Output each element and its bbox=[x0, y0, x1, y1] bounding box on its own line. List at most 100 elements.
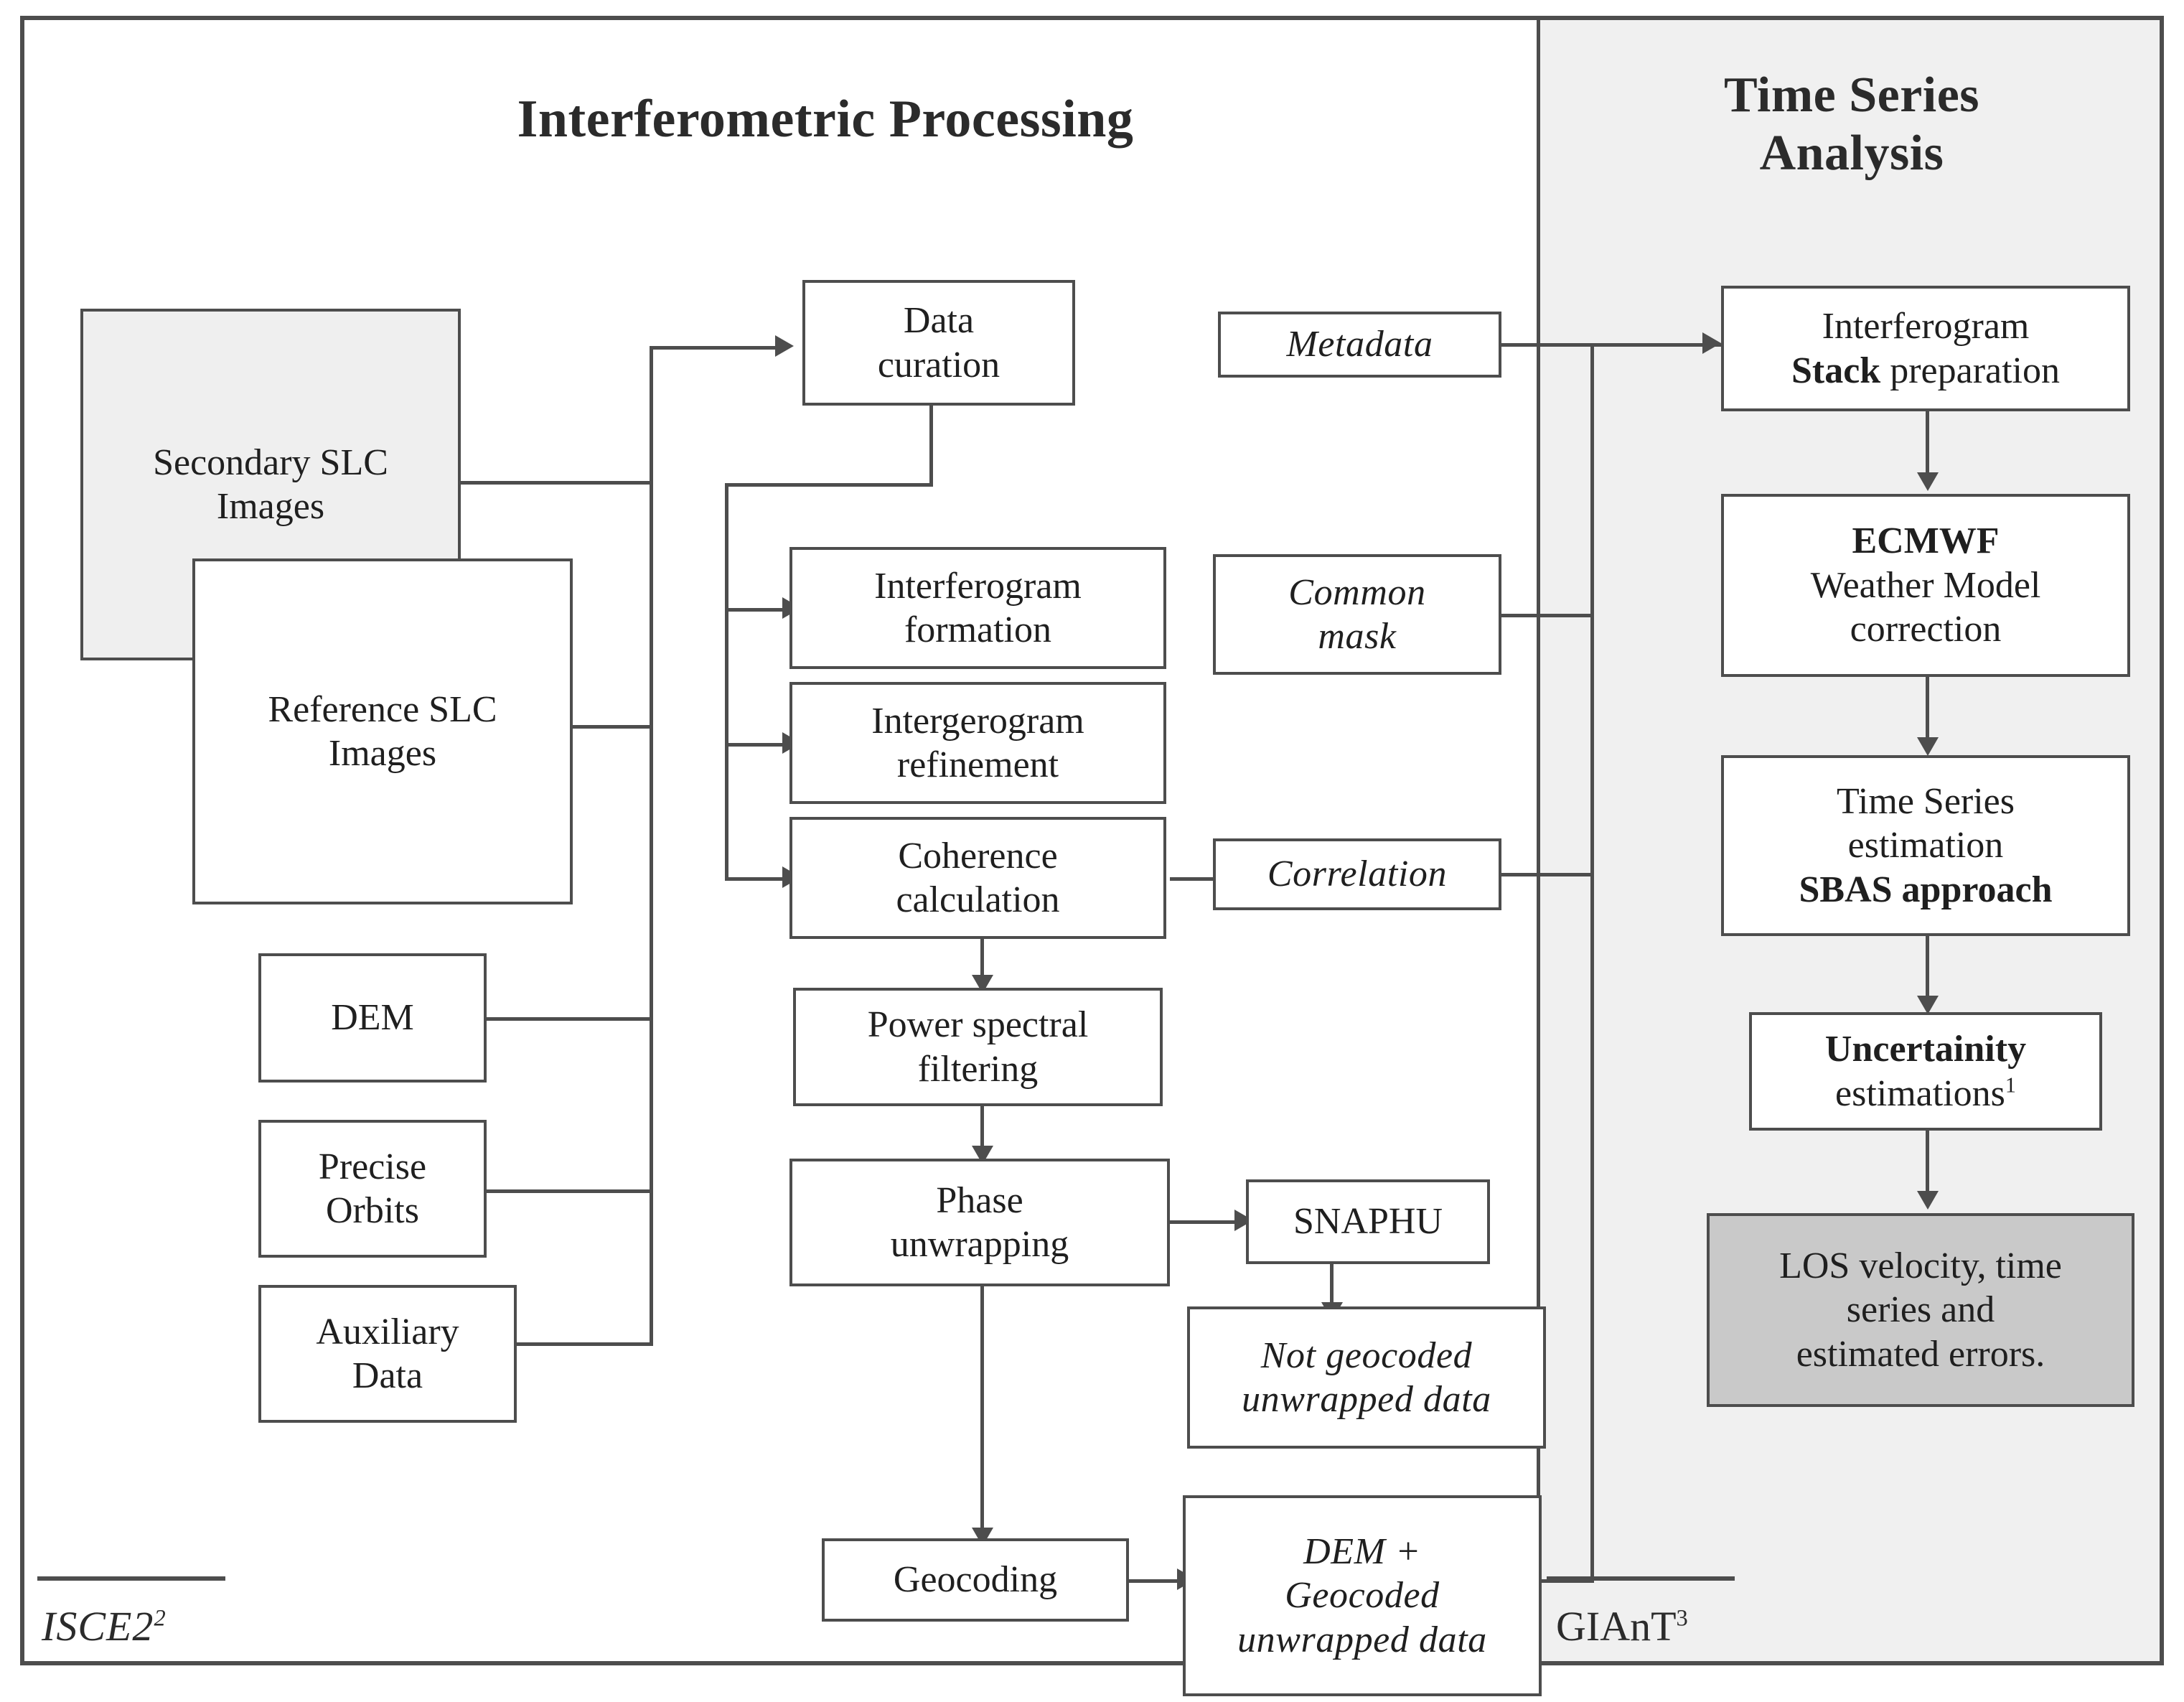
node-auxiliary-data-line-2: Data bbox=[352, 1355, 423, 1396]
node-precise-orbits-line-1: Precise bbox=[318, 1146, 427, 1187]
node-auxiliary-data[interactable]: Auxiliary Data bbox=[258, 1285, 517, 1423]
node-data-curation-line-2: curation bbox=[877, 344, 1000, 385]
node-dem-geocoded-unwrapped-data-line-1: DEM + bbox=[1303, 1530, 1421, 1572]
node-coherence-calculation-line-2: calculation bbox=[896, 879, 1060, 920]
node-sbas-line-3: SBAS approach bbox=[1799, 869, 2053, 910]
connector-reference-slc-to-bus bbox=[571, 725, 653, 729]
panel-title-time-series-analysis: Time Series Analysis bbox=[1651, 66, 2053, 182]
arrowhead-stack-preparation-in bbox=[1702, 332, 1721, 354]
node-correlation[interactable]: Correlation bbox=[1213, 838, 1501, 910]
node-power-spectral-filtering[interactable]: Power spectral filtering bbox=[793, 988, 1163, 1106]
node-interferogram-refinement[interactable]: Intergerogram refinement bbox=[789, 682, 1166, 804]
connector-ecmwf-to-sbas bbox=[1926, 675, 1929, 747]
connector-stack-to-ecmwf bbox=[1926, 410, 1929, 482]
node-ecmwf-weather-model-correction[interactable]: ECMWF Weather Model correction bbox=[1721, 494, 2130, 677]
node-interferogram-formation[interactable]: Interferogram formation bbox=[789, 547, 1166, 669]
connector-metadata-to-bus bbox=[1500, 343, 1593, 347]
node-interferogram-stack-preparation[interactable]: Interferogram Stack preparation bbox=[1721, 286, 2130, 411]
node-power-spectral-filtering-line-1: Power spectral bbox=[867, 1004, 1089, 1046]
node-uncertainty-line-1: Uncertainity bbox=[1824, 1029, 2027, 1070]
node-time-series-estimation-sbas[interactable]: Time Series estimation SBAS approach bbox=[1721, 755, 2130, 936]
connector-auxiliary-data-to-bus bbox=[515, 1342, 653, 1346]
connector-common-mask-to-bus bbox=[1500, 614, 1593, 617]
connector-correlation-to-bus bbox=[1500, 873, 1593, 876]
node-phase-unwrapping-line-2: unwrapping bbox=[890, 1224, 1069, 1265]
node-reference-slc-images-line-2: Images bbox=[328, 733, 437, 774]
connector-coherence-to-filtering bbox=[980, 933, 984, 985]
node-auxiliary-data-line-1: Auxiliary bbox=[316, 1311, 459, 1352]
panel-title-line-2: Analysis bbox=[1759, 126, 1944, 182]
footer-label-giant: GIAnT3 bbox=[1556, 1602, 1688, 1650]
arrowhead-data-curation-in bbox=[775, 335, 794, 357]
footer-rule-left bbox=[37, 1576, 225, 1581]
node-coherence-calculation[interactable]: Coherence calculation bbox=[789, 817, 1166, 939]
connector-bus-to-stack-preparation bbox=[1590, 343, 1722, 347]
footnote-marker-2: 2 bbox=[154, 1605, 167, 1632]
node-common-mask[interactable]: Common mask bbox=[1213, 554, 1501, 675]
node-interferogram-formation-line-2: formation bbox=[904, 609, 1052, 650]
footer-rule-right bbox=[1547, 1576, 1735, 1581]
arrowhead-ecmwf-in bbox=[1917, 472, 1939, 491]
node-interferogram-stack-preparation-line-1: Interferogram bbox=[1822, 306, 2030, 347]
node-reference-slc-images-line-1: Reference SLC bbox=[268, 688, 497, 730]
arrowhead-los-in bbox=[1917, 1191, 1939, 1210]
node-sbas-line-1: Time Series bbox=[1837, 780, 2015, 822]
node-secondary-slc-images-line-2: Images bbox=[216, 486, 325, 527]
stack-bold-token: Stack bbox=[1791, 350, 1881, 391]
node-snaphu[interactable]: SNAPHU bbox=[1246, 1179, 1490, 1264]
node-uncertainty-line-2: estimations1 bbox=[1825, 1072, 2026, 1116]
node-secondary-slc-images-line-1: Secondary SLC bbox=[153, 441, 388, 483]
node-power-spectral-filtering-line-2: filtering bbox=[917, 1048, 1039, 1090]
connector-geocoding-to-dem-geocoded bbox=[1129, 1579, 1181, 1583]
connector-unwrapping-to-geocoding bbox=[980, 1285, 984, 1540]
node-interferogram-formation-line-1: Interferogram bbox=[874, 565, 1082, 607]
node-interferogram-stack-preparation-line-2: Stack preparation bbox=[1791, 349, 2060, 393]
node-uncertainty-estimations[interactable]: Uncertainity estimations1 bbox=[1749, 1012, 2102, 1131]
footer-label-isce2: ISCE22 bbox=[42, 1602, 167, 1650]
node-not-geocoded-unwrapped-data-line-1: Not geocoded bbox=[1260, 1334, 1473, 1376]
node-metadata-line-1: Metadata bbox=[1286, 324, 1433, 365]
node-metadata[interactable]: Metadata bbox=[1218, 312, 1501, 378]
node-data-curation[interactable]: Data curation bbox=[802, 280, 1075, 406]
node-precise-orbits[interactable]: Precise Orbits bbox=[258, 1120, 487, 1258]
node-correlation-line-1: Correlation bbox=[1267, 854, 1448, 895]
node-coherence-calculation-line-1: Coherence bbox=[898, 835, 1058, 876]
node-phase-unwrapping-line-1: Phase bbox=[936, 1179, 1023, 1221]
node-dem[interactable]: DEM bbox=[258, 953, 487, 1083]
connector-product-vertical-bus bbox=[1590, 343, 1594, 1582]
connector-dem-to-bus bbox=[484, 1017, 653, 1021]
node-dem-geocoded-unwrapped-data-line-2: Geocoded bbox=[1285, 1575, 1440, 1617]
connector-coherence-to-correlation bbox=[1170, 877, 1238, 881]
connector-curation-vertical-bus bbox=[725, 483, 728, 879]
node-ecmwf-line-3: correction bbox=[1850, 609, 2002, 650]
arrowhead-uncertainty-in bbox=[1917, 996, 1939, 1014]
node-los-line-2: series and bbox=[1846, 1289, 1995, 1331]
node-dem-geocoded-unwrapped-data-line-3: unwrapped data bbox=[1237, 1619, 1487, 1660]
connector-uncertainty-to-los bbox=[1926, 1128, 1929, 1200]
node-phase-unwrapping[interactable]: Phase unwrapping bbox=[789, 1159, 1170, 1286]
node-geocoding[interactable]: Geocoding bbox=[822, 1538, 1129, 1622]
connector-bus-to-data-curation bbox=[650, 346, 777, 350]
node-dem-line-1: DEM bbox=[331, 997, 414, 1039]
estimations-token: estimations bbox=[1835, 1072, 2005, 1114]
connector-secondary-slc-to-bus bbox=[458, 481, 653, 485]
connector-data-curation-down bbox=[929, 403, 933, 487]
node-reference-slc-images[interactable]: Reference SLC Images bbox=[192, 558, 573, 904]
connector-to-coherence-calculation bbox=[725, 877, 786, 881]
node-interferogram-refinement-line-1: Intergerogram bbox=[871, 700, 1084, 742]
node-common-mask-line-2: mask bbox=[1318, 616, 1397, 657]
node-not-geocoded-unwrapped-data[interactable]: Not geocoded unwrapped data bbox=[1187, 1306, 1546, 1449]
node-geocoding-line-1: Geocoding bbox=[893, 1559, 1058, 1601]
connector-to-interferogram-formation bbox=[725, 608, 786, 612]
node-dem-geocoded-unwrapped-data[interactable]: DEM + Geocoded unwrapped data bbox=[1183, 1495, 1542, 1696]
isce2-token: ISCE2 bbox=[42, 1603, 154, 1650]
panel-title-line-1: Time Series bbox=[1723, 67, 1980, 123]
connector-to-interferogram-refinement bbox=[725, 743, 786, 747]
giant-token: GIAnT bbox=[1556, 1603, 1677, 1650]
node-los-velocity-output[interactable]: LOS velocity, time series and estimated … bbox=[1707, 1213, 2134, 1407]
footnote-marker-1: 1 bbox=[2005, 1072, 2016, 1098]
preparation-token: preparation bbox=[1880, 350, 2061, 391]
node-ecmwf-line-2: Weather Model bbox=[1810, 564, 2041, 606]
connector-input-vertical-bus bbox=[650, 346, 653, 1346]
